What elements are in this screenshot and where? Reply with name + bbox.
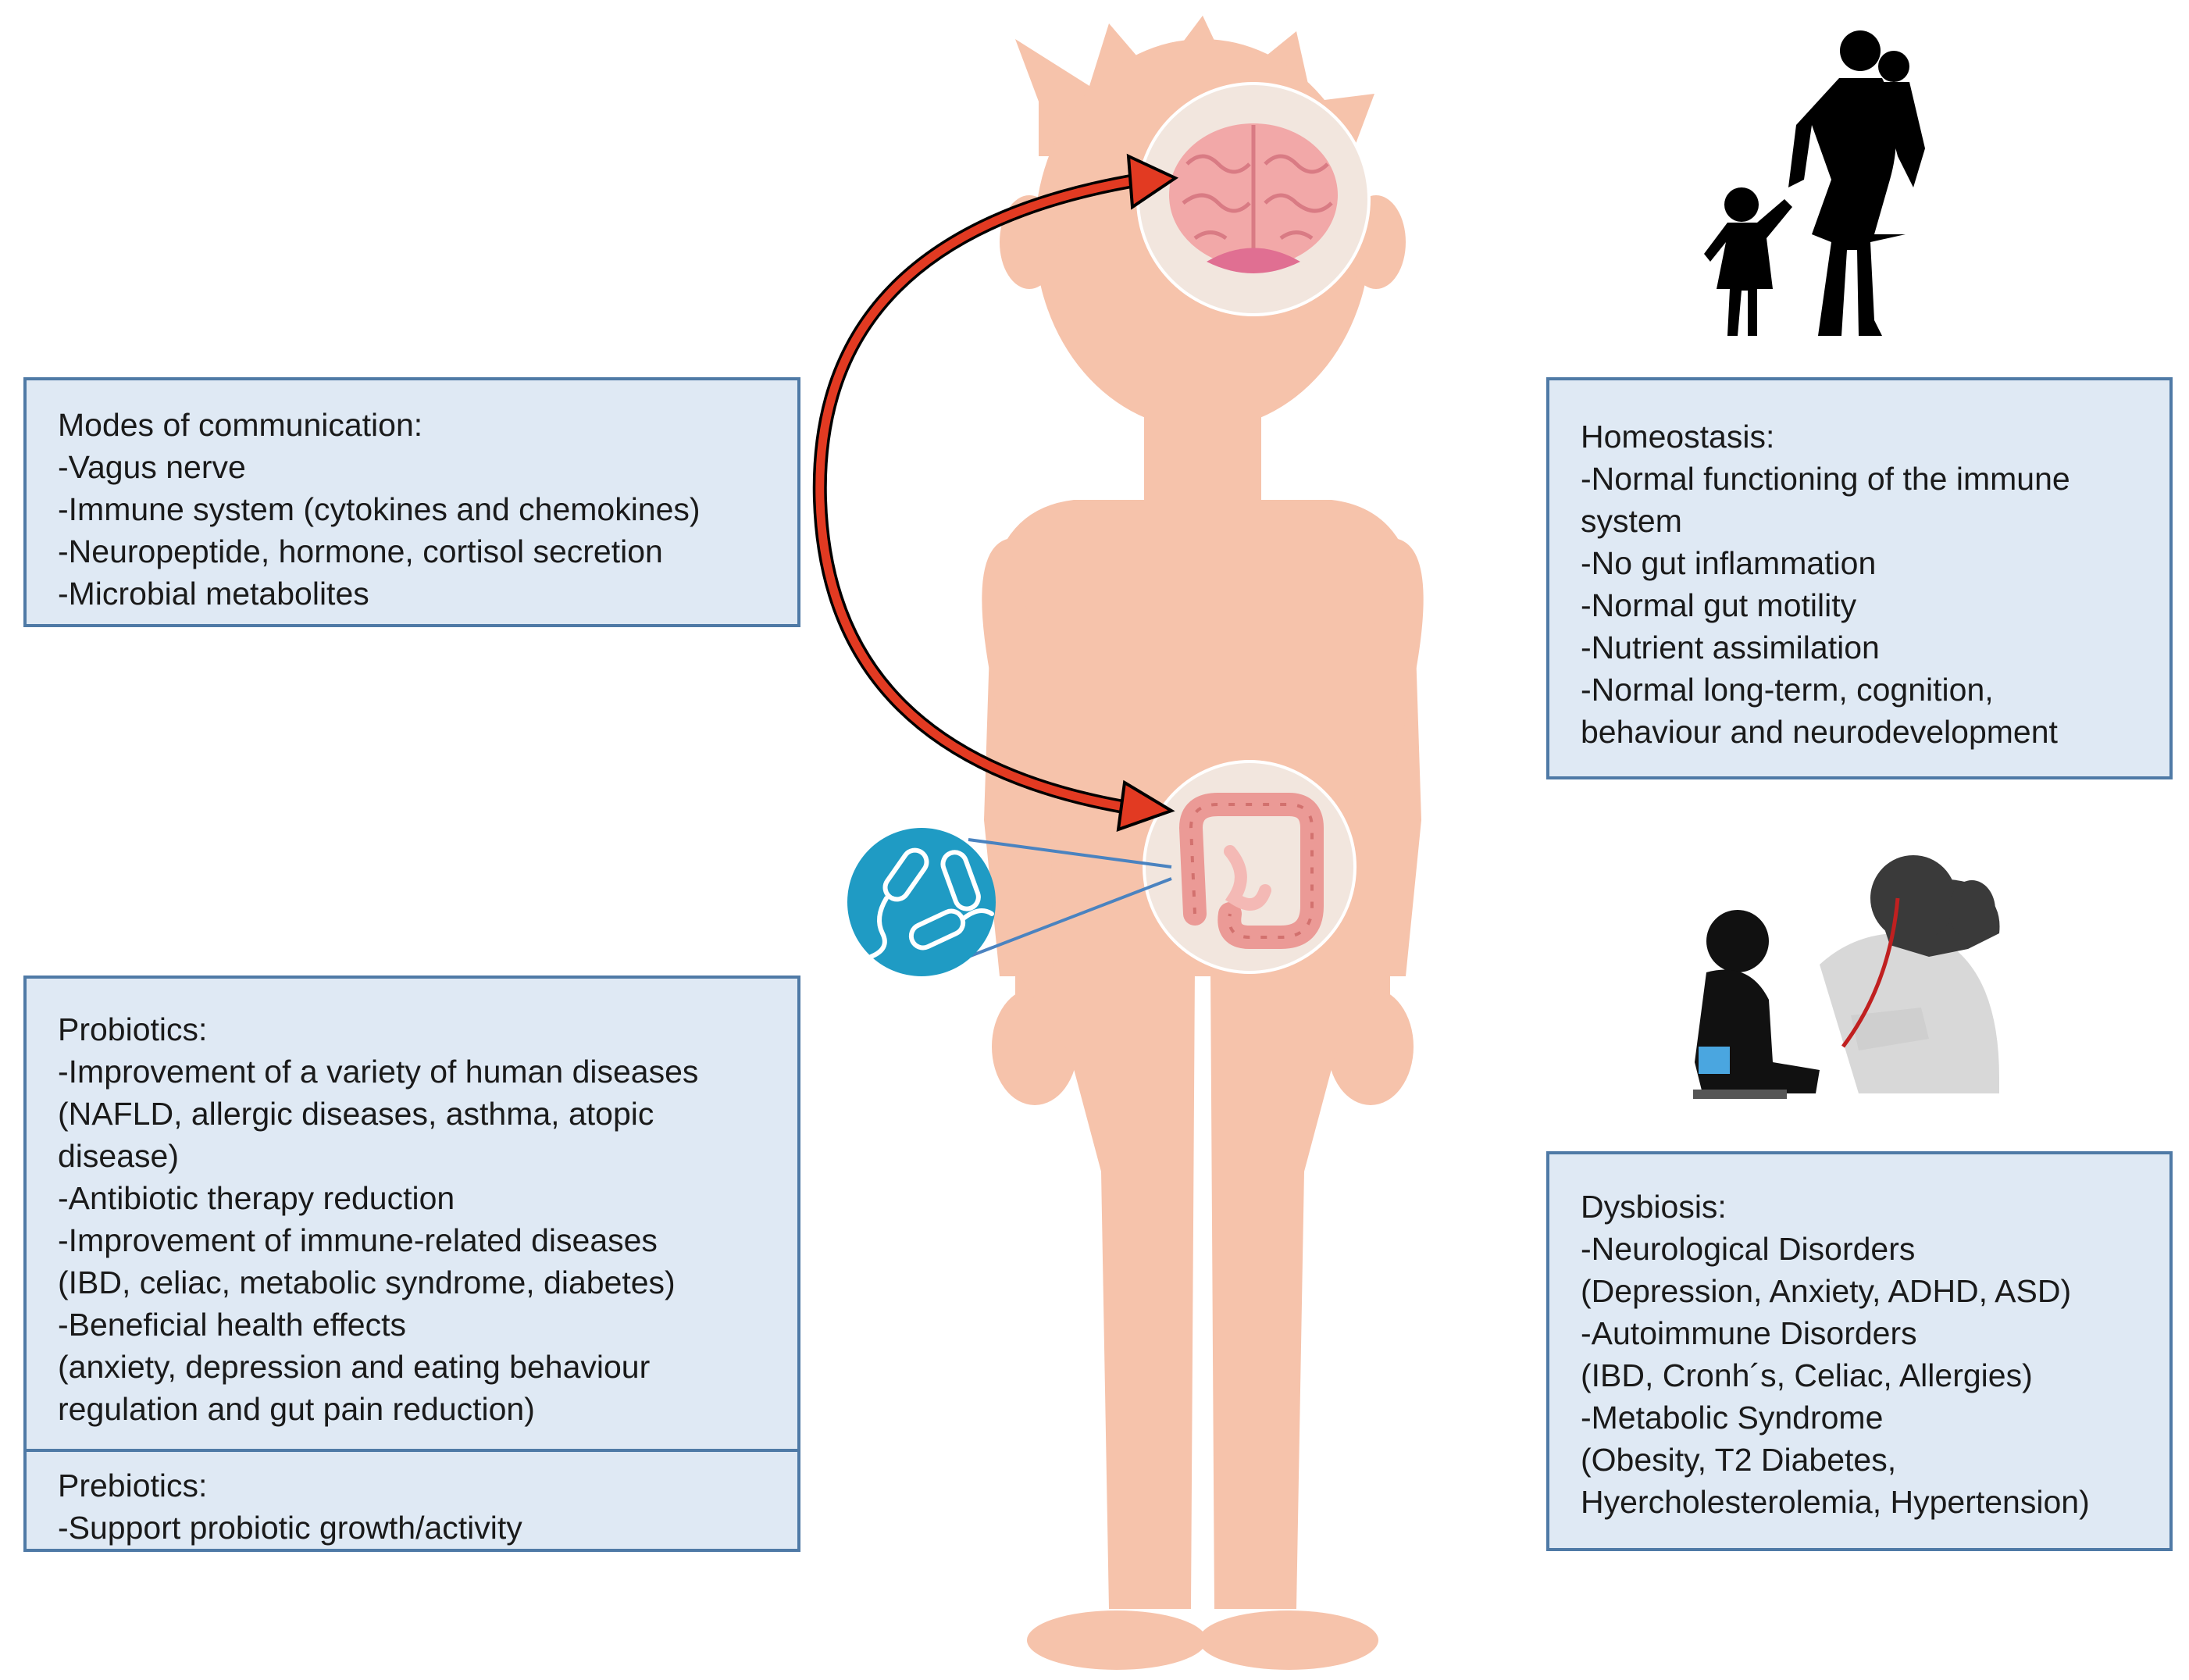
- prebiotics-item: -Support probiotic growth/activity: [58, 1510, 522, 1546]
- probiotics-line: -Improvement of immune-related diseases: [58, 1222, 658, 1258]
- homeostasis-line: system: [1581, 503, 1682, 539]
- dysbiosis-line: (Obesity, T2 Diabetes,: [1581, 1442, 1897, 1478]
- communication-item: -Neuropeptide, hormone, cortisol secreti…: [58, 533, 663, 569]
- doctor-child-silhouette-icon: [1693, 855, 2000, 1099]
- probiotics-line: regulation and gut pain reduction): [58, 1391, 535, 1427]
- probiotics-line: (NAFLD, allergic diseases, asthma, atopi…: [58, 1096, 654, 1132]
- homeostasis-line: -Normal functioning of the immune: [1581, 461, 2070, 497]
- dysbiosis-line: -Metabolic Syndrome: [1581, 1400, 1884, 1436]
- dysbiosis-line: Hyercholesterolemia, Hypertension): [1581, 1484, 2090, 1520]
- probiotics-box: Probiotics: -Improvement of a variety of…: [23, 976, 800, 1452]
- probiotics-line: -Beneficial health effects: [58, 1307, 406, 1343]
- dysbiosis-title: Dysbiosis:: [1581, 1189, 1727, 1225]
- probiotics-title: Probiotics:: [58, 1011, 208, 1047]
- homeostasis-line: behaviour and neurodevelopment: [1581, 714, 2058, 750]
- probiotics-line: -Antibiotic therapy reduction: [58, 1180, 455, 1216]
- family-silhouette-icon: [1704, 30, 1925, 336]
- probiotics-line: disease): [58, 1138, 179, 1174]
- prebiotics-box: Prebiotics: -Support probiotic growth/ac…: [23, 1449, 800, 1552]
- bacteria-icon: [847, 828, 996, 976]
- dysbiosis-line: -Autoimmune Disorders: [1581, 1315, 1917, 1351]
- communication-title: Modes of communication:: [58, 407, 423, 443]
- homeostasis-box: Homeostasis: -Normal functioning of the …: [1546, 377, 2173, 779]
- communication-item: -Microbial metabolites: [58, 576, 369, 612]
- gut-brain-arrow-icon: [812, 153, 1179, 832]
- dysbiosis-line: (Depression, Anxiety, ADHD, ASD): [1581, 1273, 2072, 1309]
- brain-icon: [1136, 82, 1371, 316]
- communication-item: -Vagus nerve: [58, 449, 246, 485]
- modes-of-communication-box: Modes of communication: -Vagus nerve -Im…: [23, 377, 800, 627]
- dysbiosis-box: Dysbiosis: -Neurological Disorders (Depr…: [1546, 1151, 2173, 1551]
- dysbiosis-line: (IBD, Cronh´s, Celiac, Allergies): [1581, 1357, 2033, 1393]
- homeostasis-line: -Normal long-term, cognition,: [1581, 672, 1994, 708]
- probiotics-line: -Improvement of a variety of human disea…: [58, 1054, 699, 1090]
- intestine-icon: [1143, 760, 1357, 974]
- magnifier-connector: [968, 838, 1172, 958]
- homeostasis-title: Homeostasis:: [1581, 419, 1775, 455]
- homeostasis-line: -Normal gut motility: [1581, 587, 1857, 623]
- communication-item: -Immune system (cytokines and chemokines…: [58, 491, 701, 527]
- probiotics-line: (IBD, celiac, metabolic syndrome, diabet…: [58, 1264, 676, 1300]
- homeostasis-line: -No gut inflammation: [1581, 545, 1877, 581]
- probiotics-line: (anxiety, depression and eating behaviou…: [58, 1349, 651, 1385]
- homeostasis-line: -Nutrient assimilation: [1581, 630, 1880, 665]
- prebiotics-title: Prebiotics:: [58, 1468, 208, 1503]
- dysbiosis-line: -Neurological Disorders: [1581, 1231, 1916, 1267]
